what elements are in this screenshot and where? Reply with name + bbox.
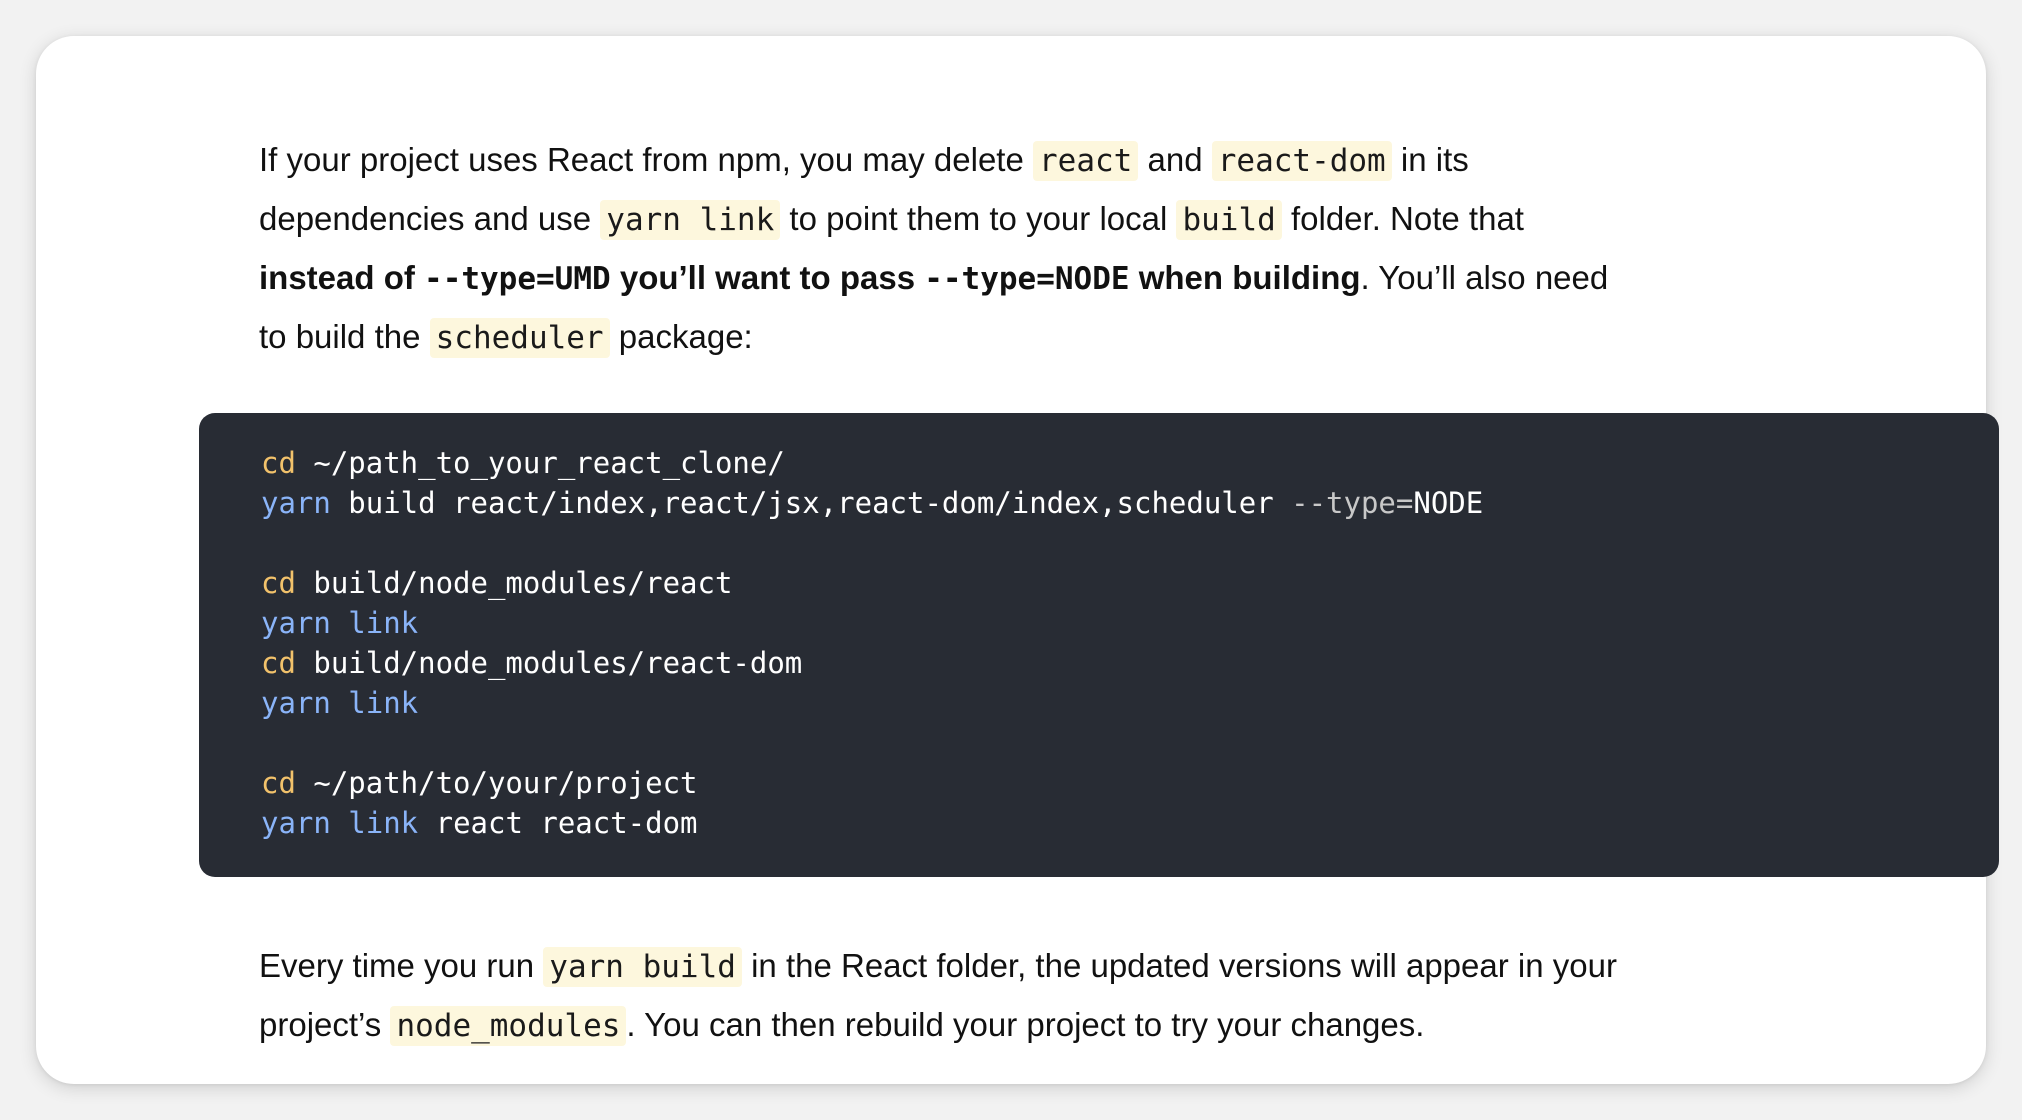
command-link: link (330, 686, 419, 720)
bold-code-type-umd: --type=UMD (424, 261, 611, 297)
code-args: build/node_modules/react-dom (295, 646, 803, 680)
code-blank-line (261, 723, 1999, 763)
outro-line-2: project’s node_modules. You can then reb… (259, 996, 1809, 1055)
code-line: yarn build react/index,react/jsx,react-d… (261, 483, 1999, 523)
outro-line-1: Every time you run yarn build in the Rea… (259, 937, 1809, 996)
code-blank-line (261, 523, 1999, 563)
inline-code-yarn-build: yarn build (543, 947, 742, 987)
command-cd: cd (261, 446, 296, 480)
command-cd: cd (261, 646, 296, 680)
text: when building (1129, 259, 1361, 296)
code-operator: = (1395, 486, 1414, 520)
command-yarn: yarn (261, 606, 331, 640)
code-args: build react/index,react/jsx,react-dom/in… (330, 486, 1292, 520)
command-cd: cd (261, 766, 296, 800)
text: folder. Note that (1281, 200, 1524, 237)
inline-code-yarn-link: yarn link (600, 200, 781, 240)
code-args: build/node_modules/react (295, 566, 733, 600)
text: dependencies and use (259, 200, 601, 237)
inline-code-react: react (1033, 141, 1139, 181)
text: If your project uses React from npm, you… (259, 141, 1034, 178)
text: Every time you run (259, 947, 544, 984)
intro-paragraph: If your project uses React from npm, you… (259, 131, 1809, 367)
text: package: (609, 318, 753, 355)
code-args: ~/path/to/your/project (295, 766, 698, 800)
text: you’ll want to pass (610, 259, 925, 296)
code-line: yarn link react react-dom (261, 803, 1999, 843)
outro-paragraph: Every time you run yarn build in the Rea… (259, 937, 1809, 1055)
intro-line-4: to build the scheduler package: (259, 308, 1809, 367)
content-card: If your project uses React from npm, you… (36, 36, 1999, 1084)
inline-code-react-dom: react-dom (1211, 141, 1392, 181)
text: . You can then rebuild your project to t… (626, 1006, 1425, 1043)
text: project’s (259, 1006, 391, 1043)
text: to point them to your local (780, 200, 1177, 237)
code-args: react react-dom (418, 806, 698, 840)
text: . You’ll also need (1360, 259, 1609, 296)
inline-code-node-modules: node_modules (390, 1006, 627, 1046)
code-line: cd build/node_modules/react (261, 563, 1999, 603)
code-line: cd build/node_modules/react-dom (261, 643, 1999, 683)
text: instead of (259, 259, 425, 296)
code-args: ~/path_to_your_react_clone/ (295, 446, 785, 480)
bold-code-type-node: --type=NODE (924, 261, 1130, 297)
command-link: link (330, 606, 419, 640)
code-line: cd ~/path/to/your/project (261, 763, 1999, 803)
code-flag: --type (1291, 486, 1396, 520)
code-value: NODE (1413, 486, 1484, 520)
text: and (1138, 141, 1212, 178)
inline-code-build: build (1176, 200, 1282, 240)
command-yarn: yarn (261, 486, 331, 520)
code-line: yarn link (261, 683, 1999, 723)
code-line: yarn link (261, 603, 1999, 643)
code-content: cd ~/path_to_your_react_clone/yarn build… (261, 443, 1999, 843)
code-block[interactable]: cd ~/path_to_your_react_clone/yarn build… (199, 413, 1999, 877)
intro-line-2: dependencies and use yarn link to point … (259, 190, 1809, 249)
command-yarn: yarn (261, 806, 331, 840)
bold-instruction: instead of --type=UMD you’ll want to pas… (259, 259, 1361, 297)
command-cd: cd (261, 566, 296, 600)
text: in the React folder, the updated version… (741, 947, 1617, 984)
intro-line-1: If your project uses React from npm, you… (259, 131, 1809, 190)
inline-code-scheduler: scheduler (429, 318, 610, 358)
code-line: cd ~/path_to_your_react_clone/ (261, 443, 1999, 483)
command-yarn: yarn (261, 686, 331, 720)
command-link: link (330, 806, 419, 840)
intro-line-3: instead of --type=UMD you’ll want to pas… (259, 249, 1809, 308)
text: to build the (259, 318, 430, 355)
text: in its (1391, 141, 1469, 178)
